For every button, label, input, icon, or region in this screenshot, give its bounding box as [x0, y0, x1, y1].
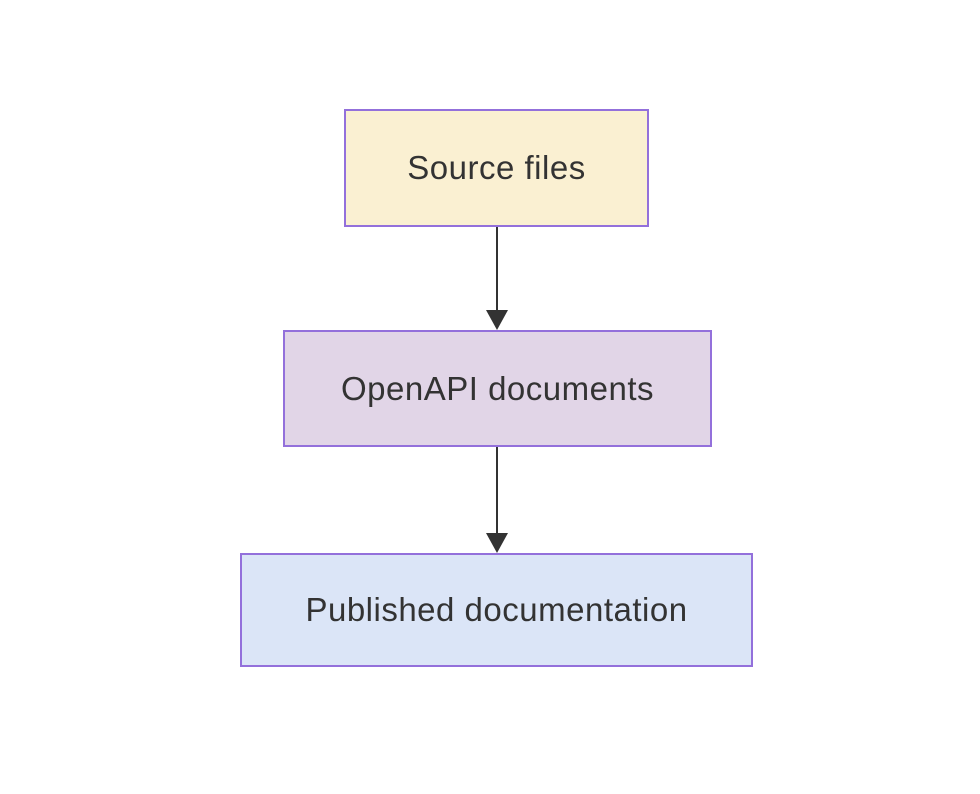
edge-line: [496, 447, 498, 533]
arrowhead-down-icon: [486, 310, 508, 330]
node-openapi-documents: OpenAPI documents: [283, 330, 712, 447]
node-published-documentation-label: Published documentation: [305, 591, 688, 629]
node-source-files: Source files: [344, 109, 649, 227]
node-source-files-label: Source files: [407, 149, 586, 187]
node-published-documentation: Published documentation: [240, 553, 753, 667]
arrowhead-down-icon: [486, 533, 508, 553]
edge-line: [496, 227, 498, 312]
node-openapi-documents-label: OpenAPI documents: [340, 369, 654, 407]
